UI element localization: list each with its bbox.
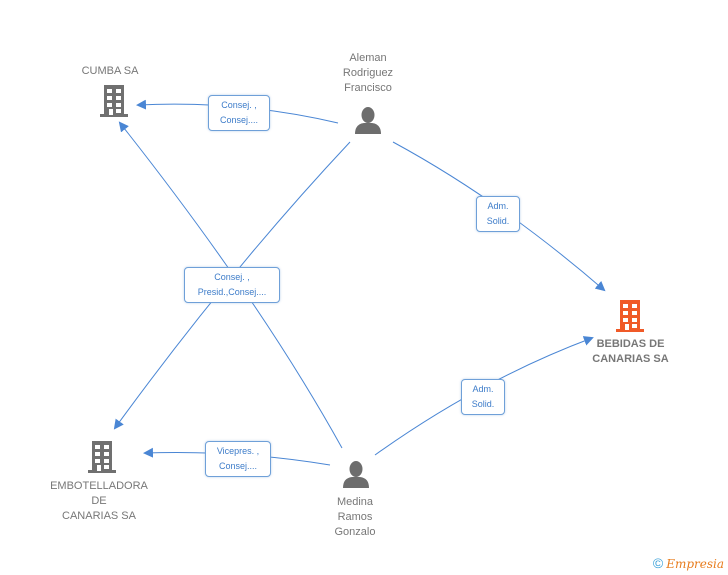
edge-label-aleman-bebidas[interactable]: Adm. Solid.: [476, 196, 520, 232]
edge-label-medina-embotelladora[interactable]: Vicepres. , Consej....: [205, 441, 271, 477]
building-icon[interactable]: [86, 439, 118, 475]
node-label-aleman[interactable]: Aleman Rodriguez Francisco: [342, 52, 394, 94]
person-icon[interactable]: [353, 106, 383, 136]
node-label-cumba[interactable]: CUMBA SA: [81, 65, 139, 77]
building-icon[interactable]: [98, 83, 130, 119]
edge-label-medina-cumba[interactable]: Consej. , Presid.,Consej....: [184, 267, 280, 303]
edge-label-medina-bebidas[interactable]: Adm. Solid.: [461, 379, 505, 415]
footer-branding: ©Empresia: [653, 555, 724, 571]
brand-logo[interactable]: Empresia: [666, 557, 724, 571]
building-icon-highlighted[interactable]: [614, 298, 646, 334]
node-label-bebidas[interactable]: BEBIDAS DE CANARIAS SA: [592, 338, 669, 365]
person-icon[interactable]: [341, 460, 371, 490]
copyright-icon: ©: [652, 555, 664, 571]
node-label-embotelladora[interactable]: EMBOTELLADORA DE CANARIAS SA: [50, 480, 148, 522]
node-label-medina[interactable]: Medina Ramos Gonzalo: [334, 496, 376, 538]
edge-label-aleman-cumba[interactable]: Consej. , Consej....: [208, 95, 270, 131]
